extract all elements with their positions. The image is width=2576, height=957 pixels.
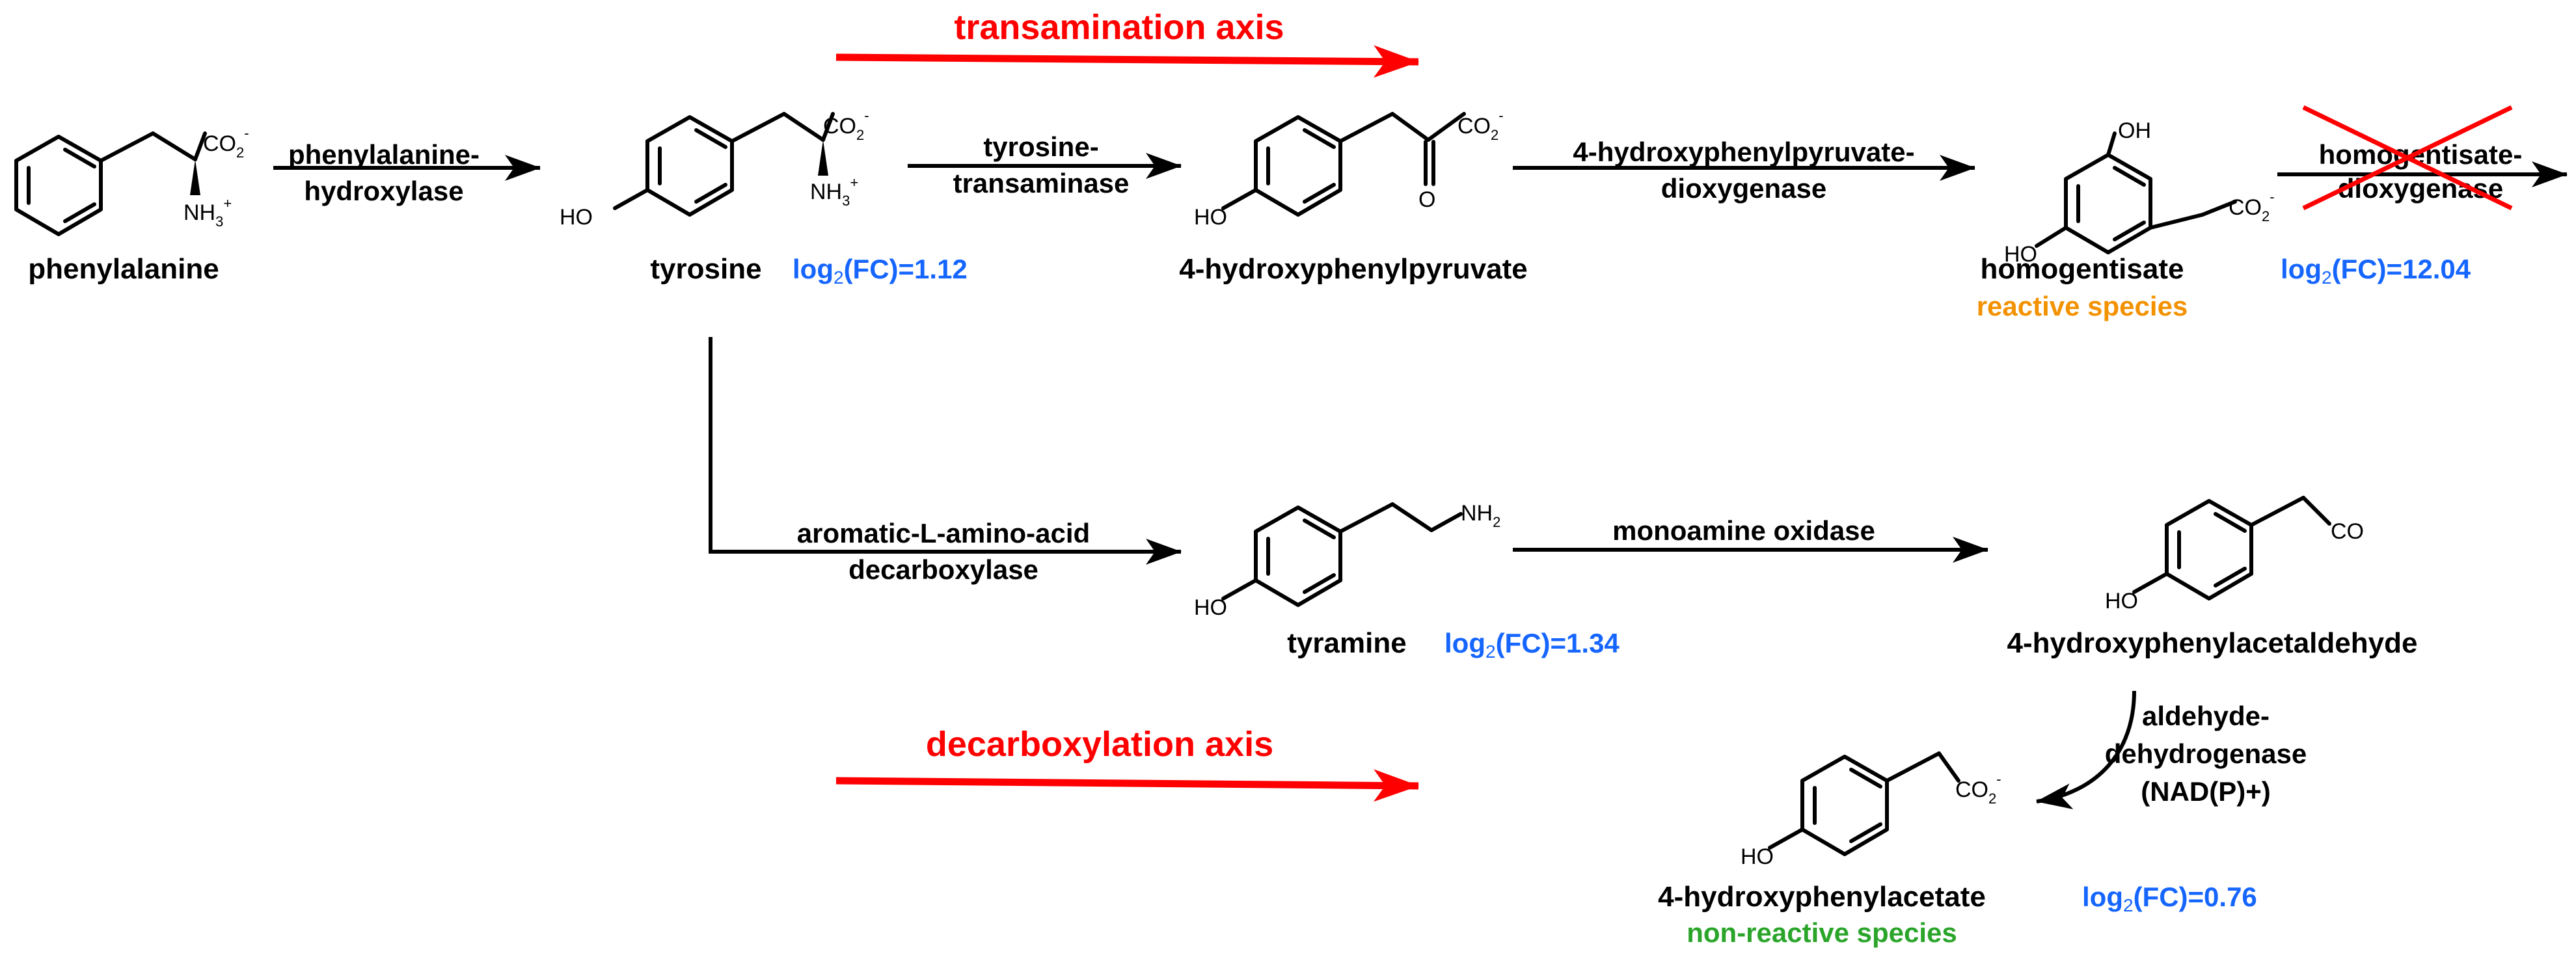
enzyme-label: phenylalanine- (288, 139, 480, 170)
phenylalanine-label: phenylalanine (28, 253, 219, 285)
carboxylate-label: CO2- (823, 107, 869, 143)
reaction-aromatic-amino-acid-decarboxylase: aromatic-L-amino-acid decarboxylase (709, 337, 1182, 585)
hydroxyl-label: HO (560, 205, 593, 230)
blocked-cross-line (2302, 105, 2513, 211)
tyrosine-structure: HO CO2- NH3+ (560, 107, 869, 230)
enzyme-label: tyrosine- (983, 131, 1098, 162)
ammonium-label: NH3+ (183, 195, 232, 230)
carboxylate-label: CO2- (1955, 771, 2001, 807)
hydroxyphenylacetate-fold-change: log2(FC)=0.76 (2082, 882, 2257, 915)
hydroxyl-label: HO (1194, 205, 1227, 230)
homogentisate-fold-change: log2(FC)=12.04 (2281, 254, 2471, 288)
reaction-monoamine-oxidase: monoamine oxidase (1513, 515, 1988, 563)
hydroxyphenylacetaldehyde-structure: HO CO (2105, 496, 2364, 613)
hydroxyl-label: HO (2004, 242, 2037, 267)
ammonium-label: NH3+ (810, 174, 858, 209)
decarboxylation-axis: decarboxylation axis (835, 725, 1419, 802)
tyramine-label: tyramine (1287, 627, 1406, 659)
non-reactive-species-label: non-reactive species (1687, 917, 1957, 948)
reaction-arrow (709, 337, 1182, 565)
hydroxyphenylacetate-structure: HO CO2- (1741, 751, 2001, 869)
hydroxyphenylacetaldehyde-label: 4-hydroxyphenylacetaldehyde (2007, 627, 2418, 659)
hydroxyphenylpyruvate-label: 4-hydroxyphenylpyruvate (1179, 253, 1528, 285)
benzene-ring (2064, 153, 2152, 254)
enzyme-label: transaminase (953, 168, 1130, 198)
reaction-hydroxyphenylpyruvate-dioxygenase: 4-hydroxyphenylpyruvate- dioxygenase (1513, 137, 1975, 204)
enzyme-label: hydroxylase (304, 176, 463, 206)
carboxylate-label: CO2- (2229, 189, 2275, 224)
reactive-species-label: reactive species (1977, 291, 2188, 321)
enzyme-label: monoamine oxidase (1612, 515, 1875, 546)
hydroxyphenylacetate-label: 4-hydroxyphenylacetate (1658, 881, 1986, 913)
carboxylate-label: CO2- (1457, 107, 1504, 143)
reaction-phenylalanine-hydroxylase: phenylalanine- hydroxylase (273, 139, 541, 206)
transamination-axis-arrow (835, 45, 1419, 78)
phenylalanine-structure: CO2- NH3+ (14, 125, 249, 236)
hydroxyl-label: HO (1194, 595, 1227, 620)
transamination-axis: transamination axis (835, 8, 1419, 78)
aldehyde-label: CO (2331, 519, 2364, 544)
enzyme-label: aromatic-L-amino-acid (797, 518, 1090, 548)
enzyme-label: decarboxylase (848, 554, 1038, 585)
decarboxylation-axis-arrow (835, 769, 1419, 802)
hydroxyphenylpyruvate-structure: HO O CO2- (1194, 107, 1504, 230)
enzyme-label: dehydrogenase (2105, 738, 2307, 769)
enzyme-label: dioxygenase (1661, 173, 1826, 204)
enzyme-label: (NAD(P)+) (2141, 776, 2270, 807)
tyramine-structure: HO NH2 (1194, 501, 1500, 620)
tyrosine-label: tyrosine (650, 253, 761, 285)
reaction-homogentisate-dioxygenase-blocked: homogentisate- dioxygenase (2277, 105, 2568, 211)
oxo-label: O (1418, 187, 1435, 212)
hydroxyl-label: HO (2105, 589, 2138, 613)
hydroxyl-label: OH (2118, 118, 2151, 143)
transamination-axis-label: transamination axis (954, 8, 1284, 47)
reaction-tyrosine-transaminase: tyrosine- transaminase (908, 131, 1182, 198)
decarboxylation-axis-label: decarboxylation axis (926, 725, 1273, 764)
enzyme-label: aldehyde- (2142, 701, 2270, 731)
tyramine-fold-change: log2(FC)=1.34 (1444, 628, 1620, 662)
tyrosine-fold-change: log2(FC)=1.12 (793, 254, 968, 288)
hydroxyl-label: HO (1741, 844, 1774, 869)
reaction-arrow (2036, 690, 2136, 809)
reaction-aldehyde-dehydrogenase: aldehyde- dehydrogenase (NAD(P)+) (2036, 690, 2307, 809)
carboxylate-label: CO2- (203, 125, 249, 161)
homogentisate-structure: OH HO CO2- (2004, 118, 2275, 267)
homogentisate-label: homogentisate (1981, 253, 2184, 285)
amine-label: NH2 (1461, 501, 1500, 530)
enzyme-label: 4-hydroxyphenylpyruvate- (1573, 137, 1914, 167)
